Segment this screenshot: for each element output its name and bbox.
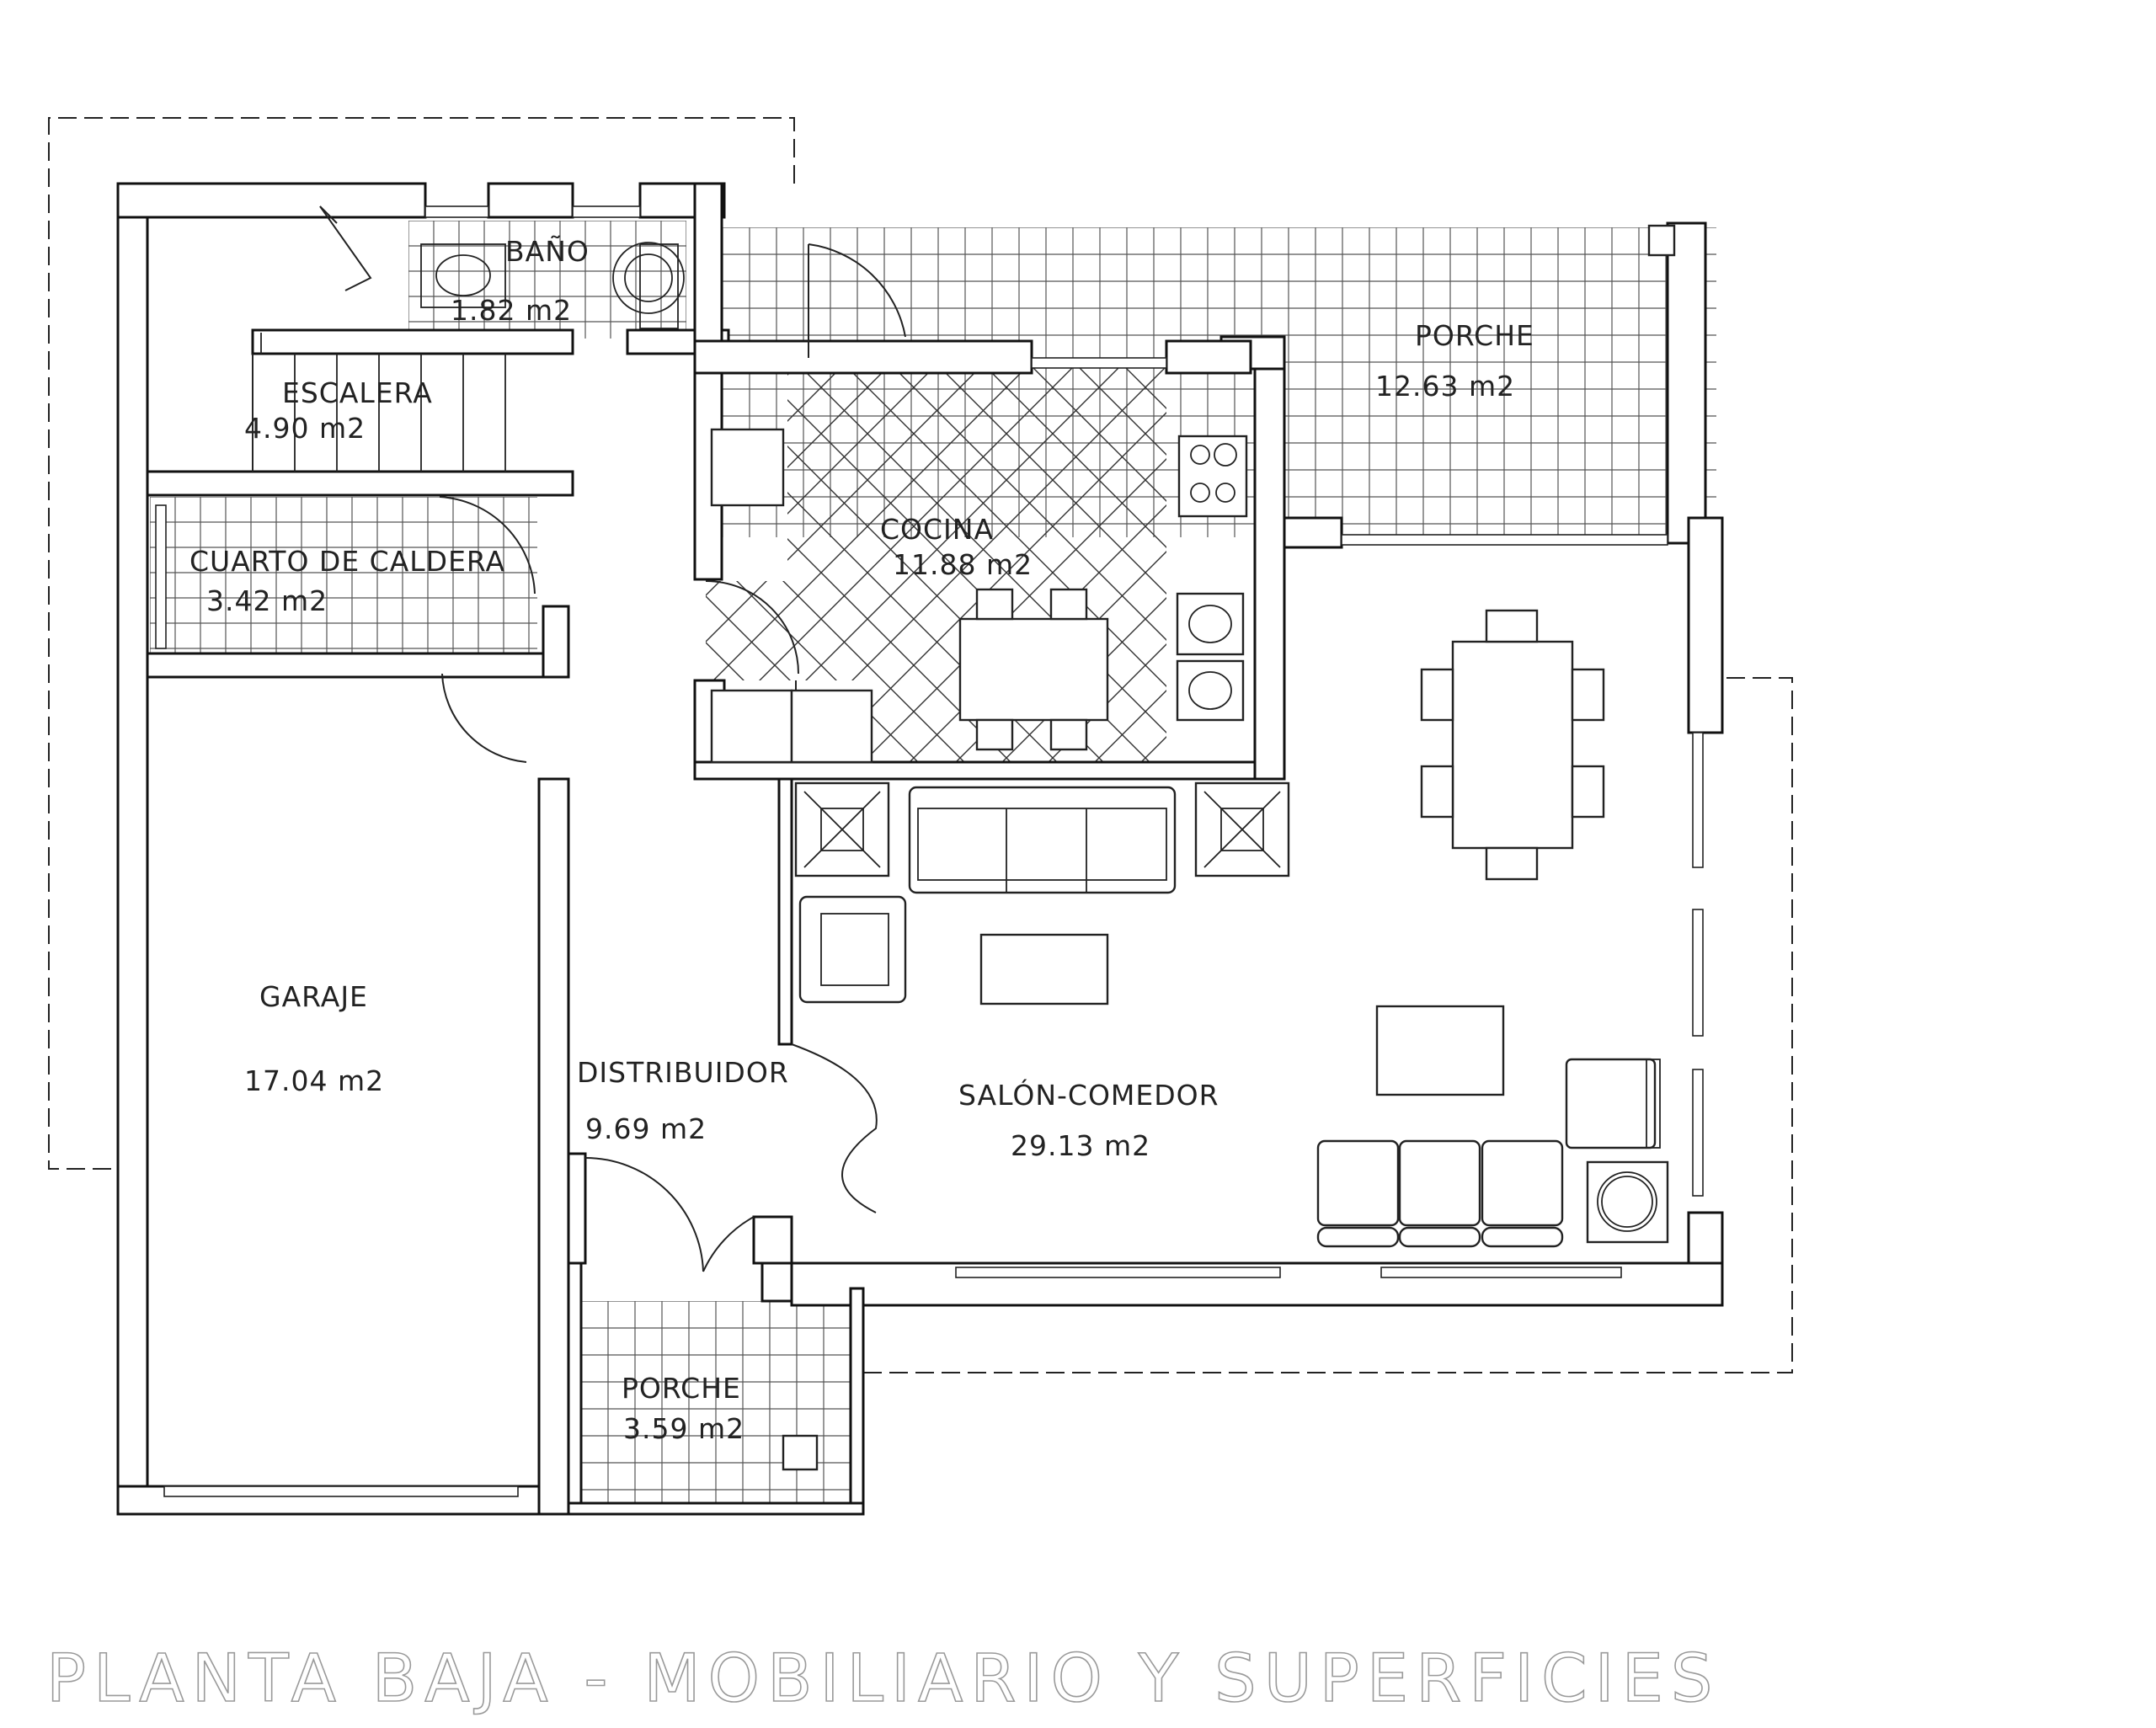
- cocina-furniture: [710, 428, 1248, 764]
- tile-line: [706, 358, 1037, 762]
- label-distribuidor-name: DISTRIBUIDOR: [577, 1056, 789, 1089]
- label-bano-name: BAÑO: [505, 235, 590, 268]
- label-cocina-area: 11.88 m2: [893, 548, 1033, 581]
- windows: [155, 205, 1704, 1497]
- caldera-tiles: [150, 497, 537, 653]
- label-garaje-name: GARAJE: [259, 980, 368, 1013]
- tile-line: [883, 358, 1166, 762]
- label-porche-sur-name: PORCHE: [622, 1372, 741, 1405]
- porche-north-tiles: [723, 227, 1716, 537]
- porche-south-tiles: [581, 1301, 852, 1503]
- roof-outline: [48, 117, 1793, 1373]
- tile-line: [706, 358, 1028, 762]
- pillars: [782, 224, 1676, 1471]
- salon-furniture: [794, 609, 1669, 1248]
- label-porche-norte-area: 12.63 m2: [1375, 370, 1515, 403]
- label-bano-area: 1.82 m2: [451, 294, 572, 327]
- tile-line: [837, 358, 1166, 762]
- tile-line: [791, 358, 1166, 762]
- tile-line: [706, 358, 898, 762]
- label-garaje-area: 17.04 m2: [244, 1064, 384, 1097]
- label-salon-name: SALÓN-COMEDOR: [958, 1078, 1219, 1112]
- tile-line: [976, 358, 1166, 762]
- walls: [116, 182, 1724, 1516]
- tile-line: [846, 358, 1166, 762]
- label-caldera-area: 3.42 m2: [206, 584, 328, 617]
- room-labels: BAÑO 1.82 m2 ESCALERA 4.90 m2 CUARTO DE …: [189, 235, 1534, 1445]
- label-caldera-name: CUARTO DE CALDERA: [189, 545, 505, 578]
- label-porche-sur-area: 3.59 m2: [623, 1412, 744, 1445]
- label-salon-area: 29.13 m2: [1011, 1129, 1150, 1162]
- label-distribuidor-area: 9.69 m2: [585, 1112, 707, 1145]
- plan-title: PLANTA BAJA - MOBILIARIO Y SUPERFICIES: [46, 1641, 1720, 1717]
- escalera-steps: [252, 333, 506, 472]
- label-escalera-area: 4.90 m2: [244, 412, 366, 445]
- tile-line: [1069, 358, 1166, 762]
- tile-line: [1022, 358, 1166, 762]
- bano-fixtures: [420, 242, 685, 329]
- label-cocina-name: COCINA: [880, 513, 994, 546]
- tile-line: [1077, 358, 1166, 762]
- label-porche-norte-name: PORCHE: [1415, 319, 1534, 352]
- tile-line: [930, 358, 1166, 762]
- label-escalera-name: ESCALERA: [282, 376, 433, 409]
